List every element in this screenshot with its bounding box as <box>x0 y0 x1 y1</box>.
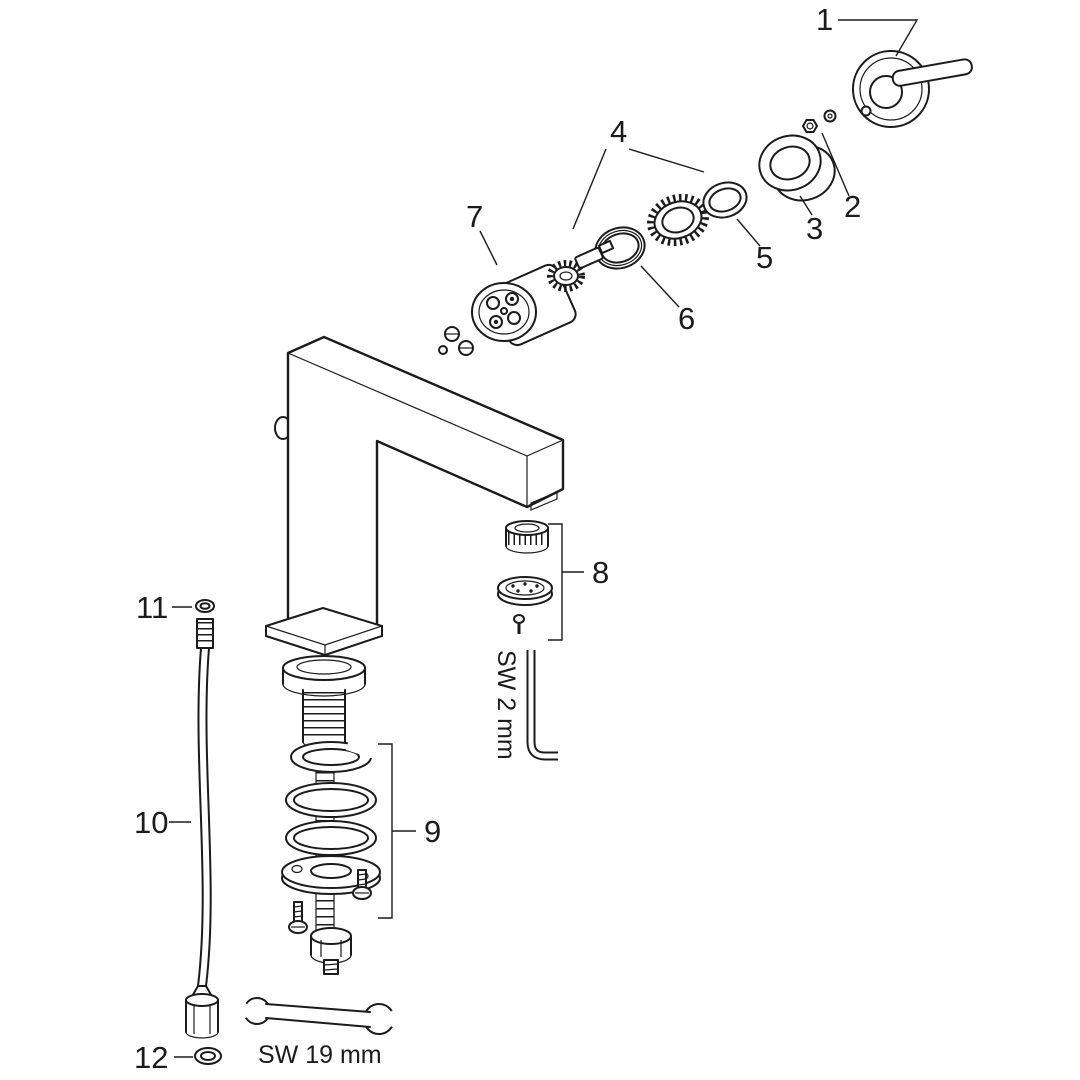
callout-11: 11 <box>136 590 168 625</box>
part-9-mounting-set <box>281 732 381 975</box>
wrench-size-label: SW 19 mm <box>258 1041 382 1069</box>
allen-key-size-label: SW 2 mm <box>492 650 520 760</box>
wrench-left-jaw-opening <box>238 999 258 1021</box>
bracket-8 <box>548 523 563 641</box>
aerator-screw <box>513 614 525 624</box>
leader-line-2 <box>821 132 850 197</box>
leader-line-1 <box>838 19 919 57</box>
leader-line-3 <box>799 195 813 216</box>
knurled-collar <box>547 260 585 292</box>
callout-3: 3 <box>806 211 823 246</box>
callout-6: 6 <box>678 301 695 336</box>
bracket-9 <box>378 743 393 919</box>
wrench <box>238 997 398 1035</box>
callout-10: 10 <box>134 805 168 840</box>
callout-4: 4 <box>610 114 627 149</box>
callout-9: 9 <box>424 814 441 849</box>
part-11-seal-ring <box>195 599 215 613</box>
callout-5: 5 <box>756 240 773 275</box>
mounting-screw-2 <box>352 869 372 900</box>
allen-key <box>526 650 558 761</box>
part-7-screws <box>438 326 474 356</box>
part-12-washer <box>194 1047 222 1065</box>
leader-line-7 <box>479 230 498 266</box>
part-4-cartridge-nut <box>647 193 709 247</box>
leader-line-4a <box>572 148 607 230</box>
part-10-hose <box>185 618 219 1039</box>
escutcheon-and-shank <box>265 607 383 749</box>
wrench-right-jaw-opening <box>378 1008 398 1030</box>
leader-line-6 <box>640 265 680 308</box>
leader-line-4b <box>628 148 705 173</box>
callout-7: 7 <box>466 199 483 234</box>
callout-12: 12 <box>134 1040 168 1075</box>
callout-2: 2 <box>844 189 861 224</box>
callout-8: 8 <box>592 555 609 590</box>
part-7-cartridge <box>471 239 615 347</box>
part-8-aerator-set <box>497 520 553 634</box>
spout-aerator-slot <box>530 491 558 511</box>
callout-1: 1 <box>816 2 833 37</box>
part-3-handle-sleeve <box>758 134 836 202</box>
part-5-o-ring <box>702 181 748 219</box>
part-2-fixing-screw <box>802 109 837 133</box>
leader-line-5 <box>736 218 761 247</box>
knurled-rim <box>647 193 709 247</box>
mounting-screw-1 <box>288 901 308 934</box>
part-1-handle-assembly <box>852 50 973 128</box>
